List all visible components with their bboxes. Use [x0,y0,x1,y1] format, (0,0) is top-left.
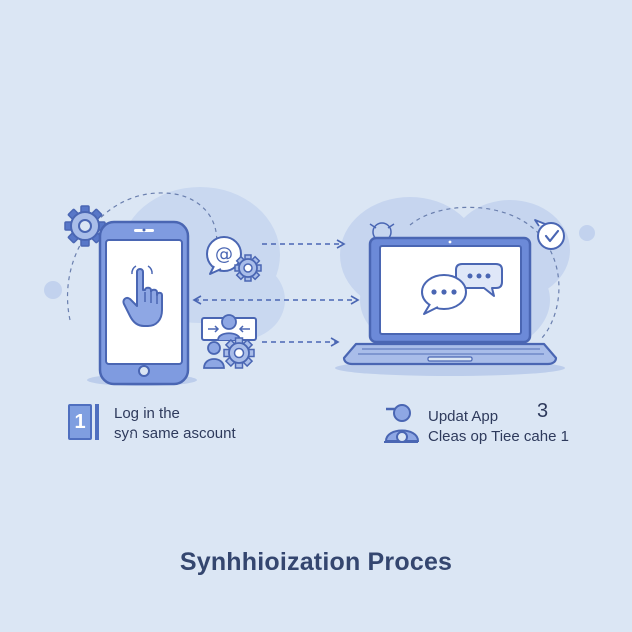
step-number-badge: 1 [68,404,102,440]
step-text: Log in the syก same ascount [114,404,236,444]
svg-text:@: @ [215,244,233,265]
user-icon [382,401,420,445]
gear-icon [235,255,261,281]
step-log-in: 1 Log in the syก same ascount [68,404,236,444]
step-line-2: syก same ascount [114,424,236,444]
step-number: 3 [537,400,548,423]
step-line-2: Cleas op Tiee cahe 1 [428,427,569,447]
step-number-bar [95,404,99,440]
gear-icon [224,338,254,368]
page-title: Synhhioization Proces [0,548,632,577]
step-number: 1 [68,404,92,440]
step-line-1: Log in the [114,404,236,424]
